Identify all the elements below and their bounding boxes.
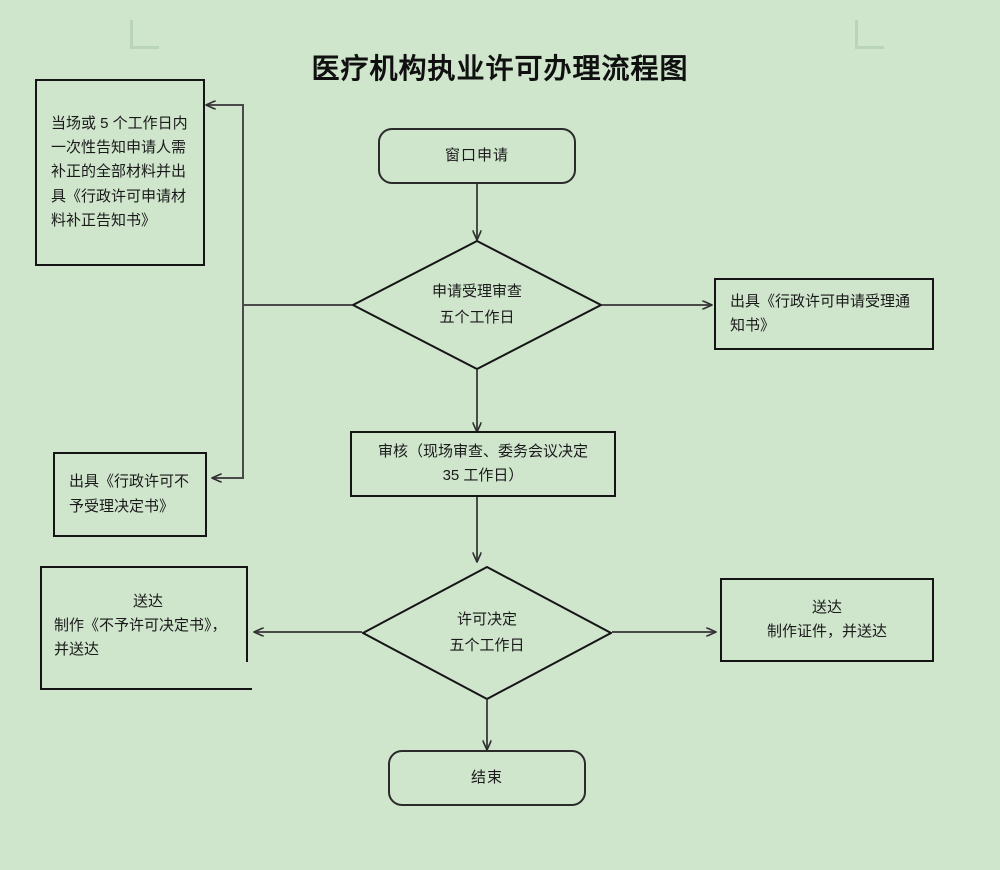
review-decision-shape bbox=[352, 240, 602, 370]
deliver-refusal-border-bottom bbox=[40, 688, 252, 690]
acceptance-notice-line-1: 出具《行政许可申请受理通 bbox=[730, 292, 911, 310]
deliver-license-line-1: 送达 bbox=[811, 598, 842, 616]
top-left-crop-mark bbox=[130, 20, 159, 49]
node-acceptance-notice[interactable]: 出具《行政许可申请受理通 知书》 bbox=[714, 278, 934, 350]
permit-decision-text: 许可决定 五个工作日 bbox=[362, 566, 612, 700]
node-permit-decision[interactable]: 许可决定 五个工作日 bbox=[362, 566, 612, 700]
node-end[interactable]: 结束 bbox=[388, 750, 586, 806]
rejection-notice-line-1: 出具《行政许可不 bbox=[69, 473, 190, 491]
permit-decision-shape bbox=[362, 566, 612, 700]
rejection-notice-line-2: 予受理决定书》 bbox=[69, 497, 175, 515]
supplement-notice-line-4: 具《行政许可申请材 bbox=[51, 187, 187, 205]
permit-decision-line-1: 许可决定 bbox=[456, 610, 517, 628]
permit-decision-line-2: 五个工作日 bbox=[449, 637, 525, 654]
deliver-refusal-border-top bbox=[40, 566, 248, 568]
acceptance-notice-line-2: 知书》 bbox=[730, 317, 776, 334]
top-right-crop-mark bbox=[855, 20, 884, 49]
node-start[interactable]: 窗口申请 bbox=[378, 128, 576, 184]
review-decision-line-1: 申请受理审查 bbox=[431, 282, 522, 300]
node-rejection-notice[interactable]: 出具《行政许可不 予受理决定书》 bbox=[53, 452, 207, 537]
deliver-refusal-line-1: 送达 bbox=[132, 592, 163, 610]
page-title: 医疗机构执业许可办理流程图 bbox=[311, 52, 689, 85]
supplement-notice-line-3: 补正的全部材料并出 bbox=[51, 163, 187, 181]
supplement-notice-line-2: 一次性告知申请人需 bbox=[51, 139, 187, 157]
node-deliver-license[interactable]: 送达 制作证件，并送达 bbox=[720, 578, 934, 662]
node-start-label: 窗口申请 bbox=[444, 146, 509, 164]
node-deliver-refusal[interactable]: 送达 制作《不予许可决定书》， 并送达 bbox=[40, 566, 252, 686]
deliver-license-line-2: 制作证件，并送达 bbox=[766, 623, 887, 640]
examination-line-2: 35 工作日） bbox=[442, 467, 524, 484]
deliver-refusal-line-3: 并送达 bbox=[54, 641, 100, 659]
edge-review-to-supplement bbox=[206, 105, 352, 306]
node-review-decision[interactable]: 申请受理审查 五个工作日 bbox=[352, 240, 602, 370]
node-supplement-notice[interactable]: 当场或 5 个工作日内 一次性告知申请人需 补正的全部材料并出 具《行政许可申请… bbox=[35, 79, 205, 266]
examination-line-1: 审核（现场审查、委务会议决定 bbox=[377, 442, 588, 460]
node-end-label: 结束 bbox=[470, 768, 503, 786]
node-examination[interactable]: 审核（现场审查、委务会议决定 35 工作日） bbox=[350, 431, 616, 497]
review-decision-text: 申请受理审查 五个工作日 bbox=[352, 240, 602, 370]
supplement-notice-line-5: 料补正告知书》 bbox=[51, 211, 157, 229]
supplement-notice-line-1: 当场或 5 个工作日内 bbox=[51, 114, 188, 132]
deliver-refusal-line-2: 制作《不予许可决定书》， bbox=[54, 616, 227, 634]
edge-review-to-rejection bbox=[212, 305, 244, 478]
deliver-refusal-border-right bbox=[246, 566, 248, 662]
review-decision-line-2: 五个工作日 bbox=[439, 309, 515, 326]
deliver-refusal-border-left bbox=[40, 566, 42, 690]
